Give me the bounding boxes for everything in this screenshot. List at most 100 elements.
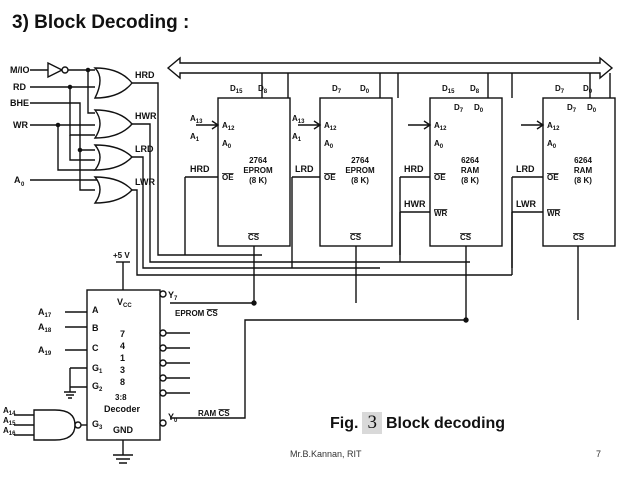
chip3-hrd-label: HRD bbox=[404, 164, 424, 174]
chip-a0-label: A0 bbox=[222, 139, 232, 150]
chip-size-label: (8 K) bbox=[249, 176, 267, 185]
decoder-address-input-label: A17 bbox=[38, 307, 52, 319]
decoder-output-index: 3 bbox=[120, 365, 125, 375]
decoder-y0-label: Y0 bbox=[168, 412, 178, 424]
ram-low-chip bbox=[542, 97, 616, 247]
chip-size-label: (8 K) bbox=[574, 176, 592, 185]
nand-input-label: A16 bbox=[3, 426, 16, 437]
decoder-pin-label: B bbox=[92, 323, 99, 333]
decoder-output-index: 8 bbox=[120, 377, 125, 387]
decoder-pin-label: G2 bbox=[92, 381, 103, 393]
chip-cs-label: CS bbox=[350, 233, 362, 242]
lrd-label: LRD bbox=[135, 144, 154, 154]
lrd-or-gate bbox=[93, 144, 133, 171]
chip-cs-label: CS bbox=[248, 233, 260, 242]
hwr-label: HWR bbox=[135, 111, 157, 121]
figure-number: 3 bbox=[362, 412, 382, 434]
chip-inner-d0-label: D0 bbox=[587, 103, 597, 114]
lwr-label: LWR bbox=[135, 177, 155, 187]
chip-data-low-label: D8 bbox=[258, 84, 268, 95]
decoder-pin-label: A bbox=[92, 305, 99, 315]
decoder-address-input-label: A18 bbox=[38, 322, 52, 334]
decoder-ratio-label: 3:8 bbox=[115, 393, 127, 402]
chip-a0-label: A0 bbox=[434, 139, 444, 150]
hrd-label: HRD bbox=[135, 70, 155, 80]
footer-author: Mr.B.Kannan, RIT bbox=[290, 449, 362, 459]
chip-size-label: (8 K) bbox=[351, 176, 369, 185]
mio-inverter bbox=[47, 61, 64, 79]
decoder-output-index: 4 bbox=[120, 341, 125, 351]
chip-cs-label: CS bbox=[460, 233, 472, 242]
page-title: 3) Block Decoding : bbox=[12, 12, 190, 33]
chip-oe-label: OE bbox=[324, 173, 336, 182]
chip-a12-label: A12 bbox=[324, 121, 337, 132]
chip-inner-d7-label: D7 bbox=[567, 103, 577, 114]
chip-cs-label: CS bbox=[573, 233, 585, 242]
decoder-pin-label: G1 bbox=[92, 363, 103, 375]
chip-inner-d0-label: D0 bbox=[474, 103, 484, 114]
hwr-or-gate bbox=[93, 109, 133, 139]
vcc-supply-label: +5 V bbox=[113, 251, 130, 260]
eprom-cs-label: EPROM CS bbox=[175, 309, 218, 318]
chip4-lrd-label: LRD bbox=[516, 164, 535, 174]
decoder-y7-label: Y7 bbox=[168, 290, 178, 302]
chip-data-low-label: D0 bbox=[360, 84, 370, 95]
decoder-pin-label: C bbox=[92, 343, 99, 353]
chip-a1-input-label: A1 bbox=[292, 132, 302, 143]
ram-high-chip bbox=[429, 97, 503, 247]
nand-input-label: A14 bbox=[3, 406, 16, 417]
chip4-lwr-label: LWR bbox=[516, 199, 536, 209]
chip-inner-d7-label: D7 bbox=[454, 103, 464, 114]
chip-a1-input-label: A1 bbox=[190, 132, 200, 143]
decoder-name-label: Decoder bbox=[104, 404, 141, 414]
nand-input-label: A15 bbox=[3, 416, 16, 427]
chip-size-label: (8 K) bbox=[461, 176, 479, 185]
chip-part-number: 2764 bbox=[351, 156, 369, 165]
address-nand-gate bbox=[33, 409, 76, 441]
chip-a12-label: A12 bbox=[222, 121, 235, 132]
decoder-pin-label: G3 bbox=[92, 419, 103, 431]
chip-a12-label: A12 bbox=[434, 121, 447, 132]
svg-text:0: 0 bbox=[21, 182, 25, 188]
chip-type-label: EPROM bbox=[243, 166, 273, 175]
decoder-output-index: 7 bbox=[120, 329, 125, 339]
figure-caption-text: Block decoding bbox=[385, 415, 506, 432]
chip-oe-label: OE bbox=[222, 173, 234, 182]
chip-we-label: WR bbox=[434, 209, 448, 218]
chip-part-number: 6264 bbox=[461, 156, 479, 165]
chip-data-high-label: D15 bbox=[442, 84, 455, 95]
lwr-or-gate bbox=[93, 176, 133, 204]
chip-we-label: WR bbox=[547, 209, 561, 218]
figure-label: Fig. bbox=[330, 415, 359, 432]
chip-type-label: RAM bbox=[574, 166, 593, 175]
decoder-address-input-label: A19 bbox=[38, 345, 52, 357]
chip-type-label: RAM bbox=[461, 166, 480, 175]
chip3-hwr-label: HWR bbox=[404, 199, 426, 209]
bhe-label: BHE bbox=[10, 98, 29, 108]
decoder-output-index: 1 bbox=[120, 353, 125, 363]
chip-oe-label: OE bbox=[547, 173, 559, 182]
eprom-high-chip bbox=[217, 97, 291, 247]
rd-label: RD bbox=[13, 82, 26, 92]
data-bus bbox=[166, 56, 614, 80]
chip-type-label: EPROM bbox=[345, 166, 375, 175]
chip-a13-input-label: A13 bbox=[292, 114, 305, 125]
chip2-lrd-label: LRD bbox=[295, 164, 314, 174]
chip-part-number: 2764 bbox=[249, 156, 267, 165]
chip-data-low-label: D0 bbox=[583, 84, 593, 95]
chip-a0-label: A0 bbox=[324, 139, 334, 150]
wr-label: WR bbox=[13, 120, 28, 130]
ram-cs-label: RAM CS bbox=[198, 409, 230, 418]
chip-data-high-label: D7 bbox=[555, 84, 565, 95]
chip-data-high-label: D15 bbox=[230, 84, 243, 95]
chip-data-high-label: D7 bbox=[332, 84, 342, 95]
decoder-gnd-label: GND bbox=[113, 425, 134, 435]
chip1-hrd-label: HRD bbox=[190, 164, 210, 174]
chip-a12-label: A12 bbox=[547, 121, 560, 132]
chip-a0-label: A0 bbox=[547, 139, 557, 150]
chip-part-number: 6264 bbox=[574, 156, 592, 165]
chip-oe-label: OE bbox=[434, 173, 446, 182]
mio-label: M/IO bbox=[10, 65, 30, 75]
